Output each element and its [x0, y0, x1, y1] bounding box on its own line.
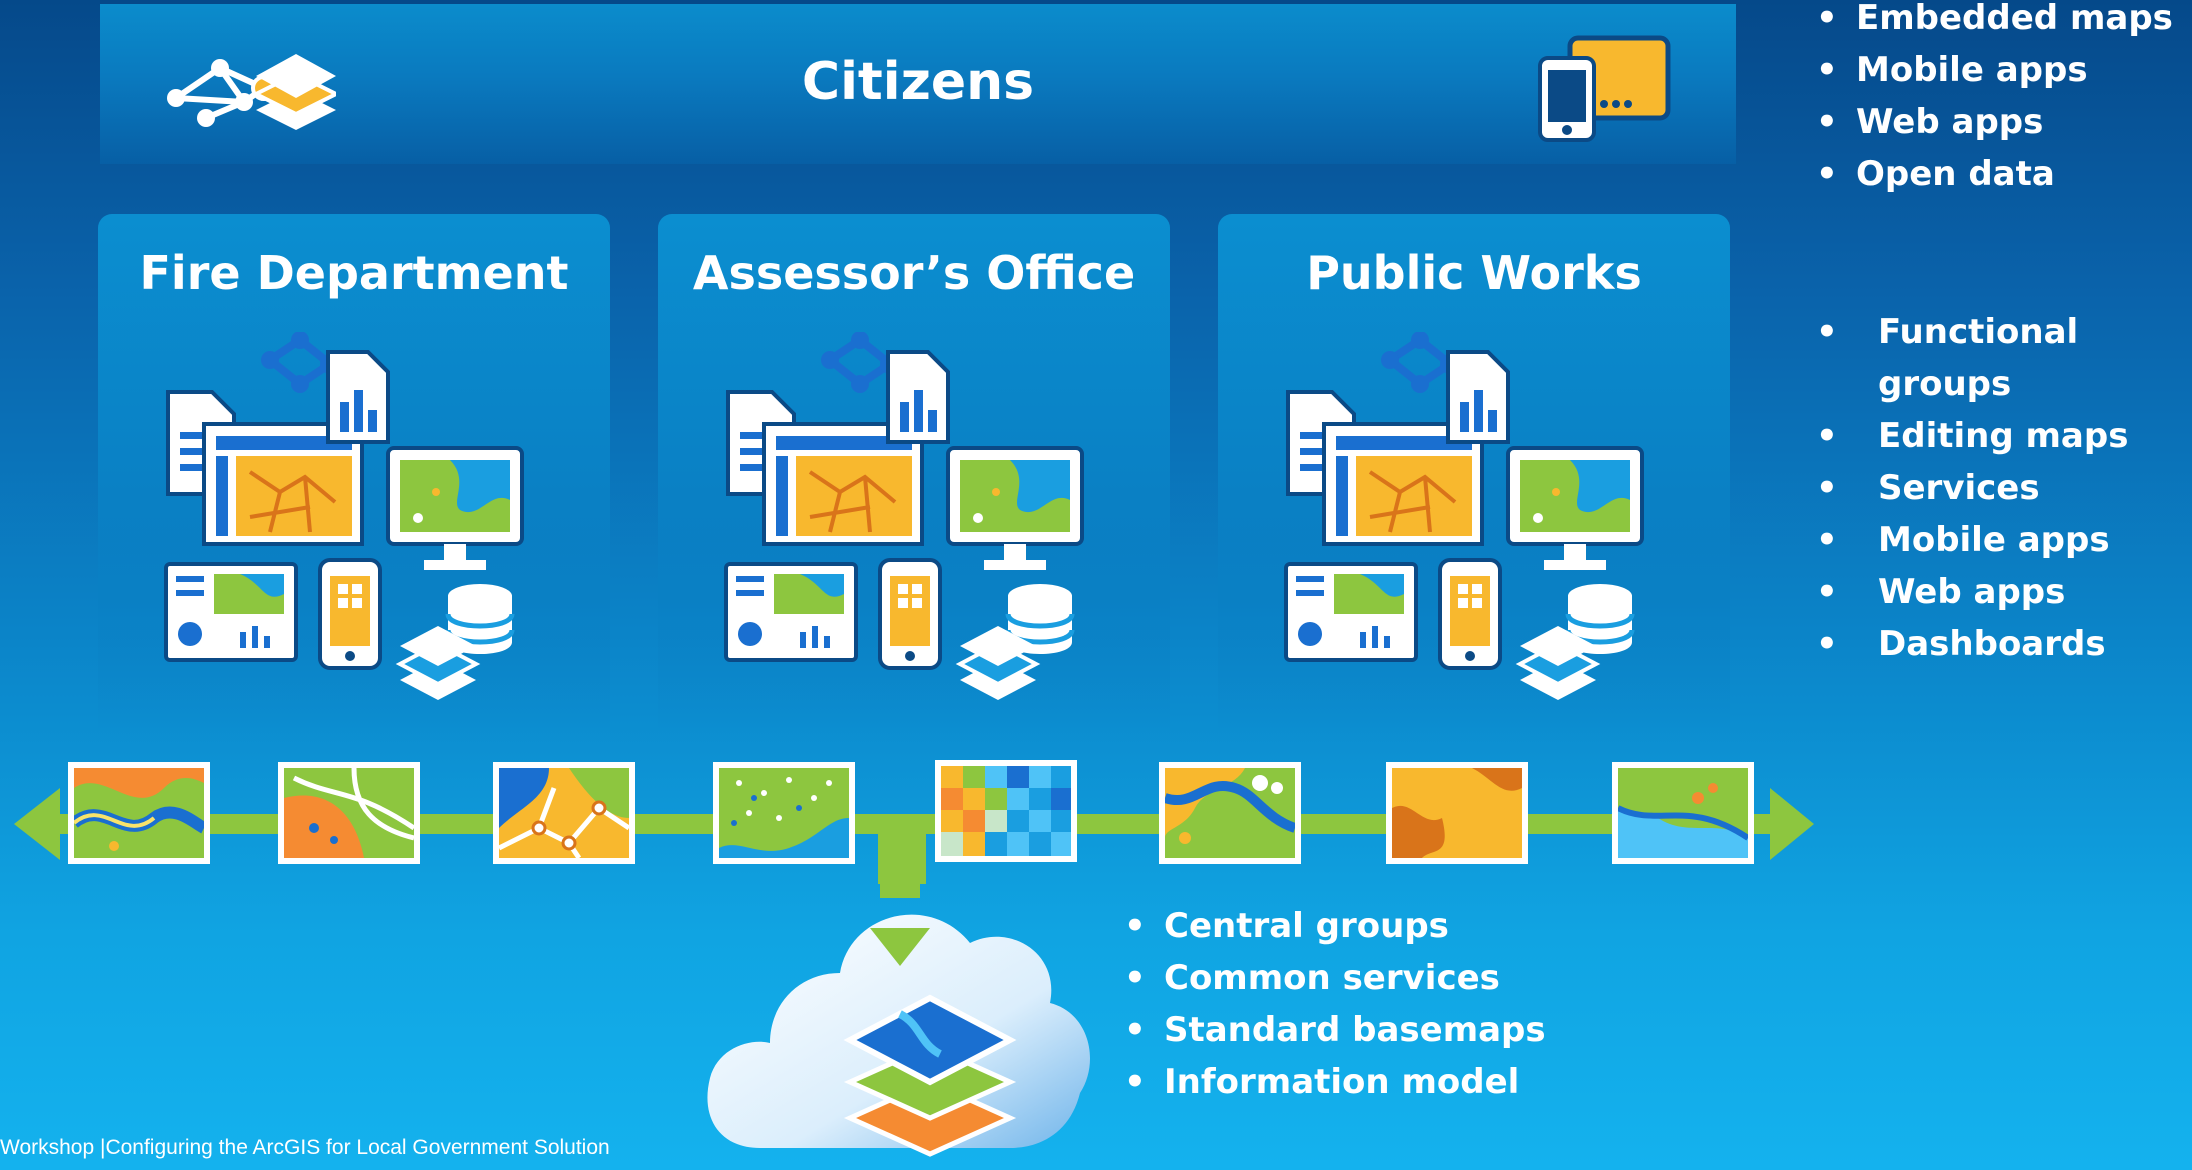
list-item: Web apps — [1816, 566, 2192, 618]
list-item: Common services — [1124, 952, 1546, 1004]
citizens-title: Citizens — [801, 52, 1035, 112]
footer-text: Workshop |Configuring the ArcGIS for Loc… — [0, 1136, 610, 1159]
map-thumbnail — [1612, 762, 1754, 864]
monitor-map-icon — [386, 446, 524, 570]
map-thumbnail — [1159, 762, 1301, 864]
map-thumbnail — [493, 762, 635, 864]
phone-app-icon — [318, 558, 382, 670]
list-item: Standard basemaps — [1124, 1004, 1546, 1056]
chart-document-icon — [326, 350, 390, 444]
department-bullets: Functional groups Editing maps Services … — [1816, 306, 2192, 670]
chart-document-icon — [886, 350, 950, 444]
monitor-map-icon — [1506, 446, 1644, 570]
dashboard-icon — [724, 562, 858, 662]
database-layers-icon — [955, 584, 1075, 700]
department-icon-cluster — [1280, 332, 1670, 722]
phone-app-icon — [878, 558, 942, 670]
department-icon-cluster — [160, 332, 550, 722]
cloud-layers-icon — [700, 878, 1100, 1170]
list-item: Information model — [1124, 1056, 1546, 1108]
phone-app-icon — [1438, 558, 1502, 670]
department-icon-cluster — [720, 332, 1110, 722]
list-item: Embedded maps — [1816, 0, 2173, 44]
database-layers-icon — [395, 584, 515, 700]
list-item: Web apps — [1816, 96, 2173, 148]
layers-stack-icon — [843, 994, 1017, 1157]
list-item: Open data — [1816, 148, 2173, 200]
arrow-right-icon — [1770, 788, 1814, 860]
citizens-banner: Citizens — [100, 4, 1736, 164]
map-thumbnail — [713, 762, 855, 864]
dashboard-icon — [1284, 562, 1418, 662]
department-title: Public Works — [1306, 246, 1642, 300]
department-title: Fire Department — [139, 246, 569, 300]
list-item: Dashboards — [1816, 618, 2192, 670]
map-thumbnail — [935, 760, 1077, 862]
map-strip-connector — [0, 760, 1830, 884]
department-title: Assessor’s Office — [692, 246, 1136, 300]
map-thumbnail — [68, 762, 210, 864]
citizen-bullets: Embedded maps Mobile apps Web apps Open … — [1816, 0, 2173, 200]
map-thumbnail — [1386, 762, 1528, 864]
list-item: Functional groups — [1816, 306, 2192, 410]
mobile-tablet-icon — [1534, 34, 1674, 144]
arrow-left-icon — [14, 788, 60, 860]
list-item: Editing maps — [1816, 410, 2192, 462]
department-panel-public-works: Public Works — [1218, 214, 1730, 734]
list-item: Mobile apps — [1816, 44, 2173, 96]
monitor-map-icon — [946, 446, 1084, 570]
list-item: Central groups — [1124, 900, 1546, 952]
department-panel-assessor: Assessor’s Office — [658, 214, 1170, 734]
database-layers-icon — [1515, 584, 1635, 700]
department-panel-fire: Fire Department — [98, 214, 610, 734]
dashboard-icon — [164, 562, 298, 662]
list-item: Mobile apps — [1816, 514, 2192, 566]
list-item: Services — [1816, 462, 2192, 514]
central-bullets: Central groups Common services Standard … — [1124, 900, 1546, 1108]
network-layers-icon — [156, 40, 336, 140]
chart-document-icon — [1446, 350, 1510, 444]
map-thumbnail — [278, 762, 420, 864]
